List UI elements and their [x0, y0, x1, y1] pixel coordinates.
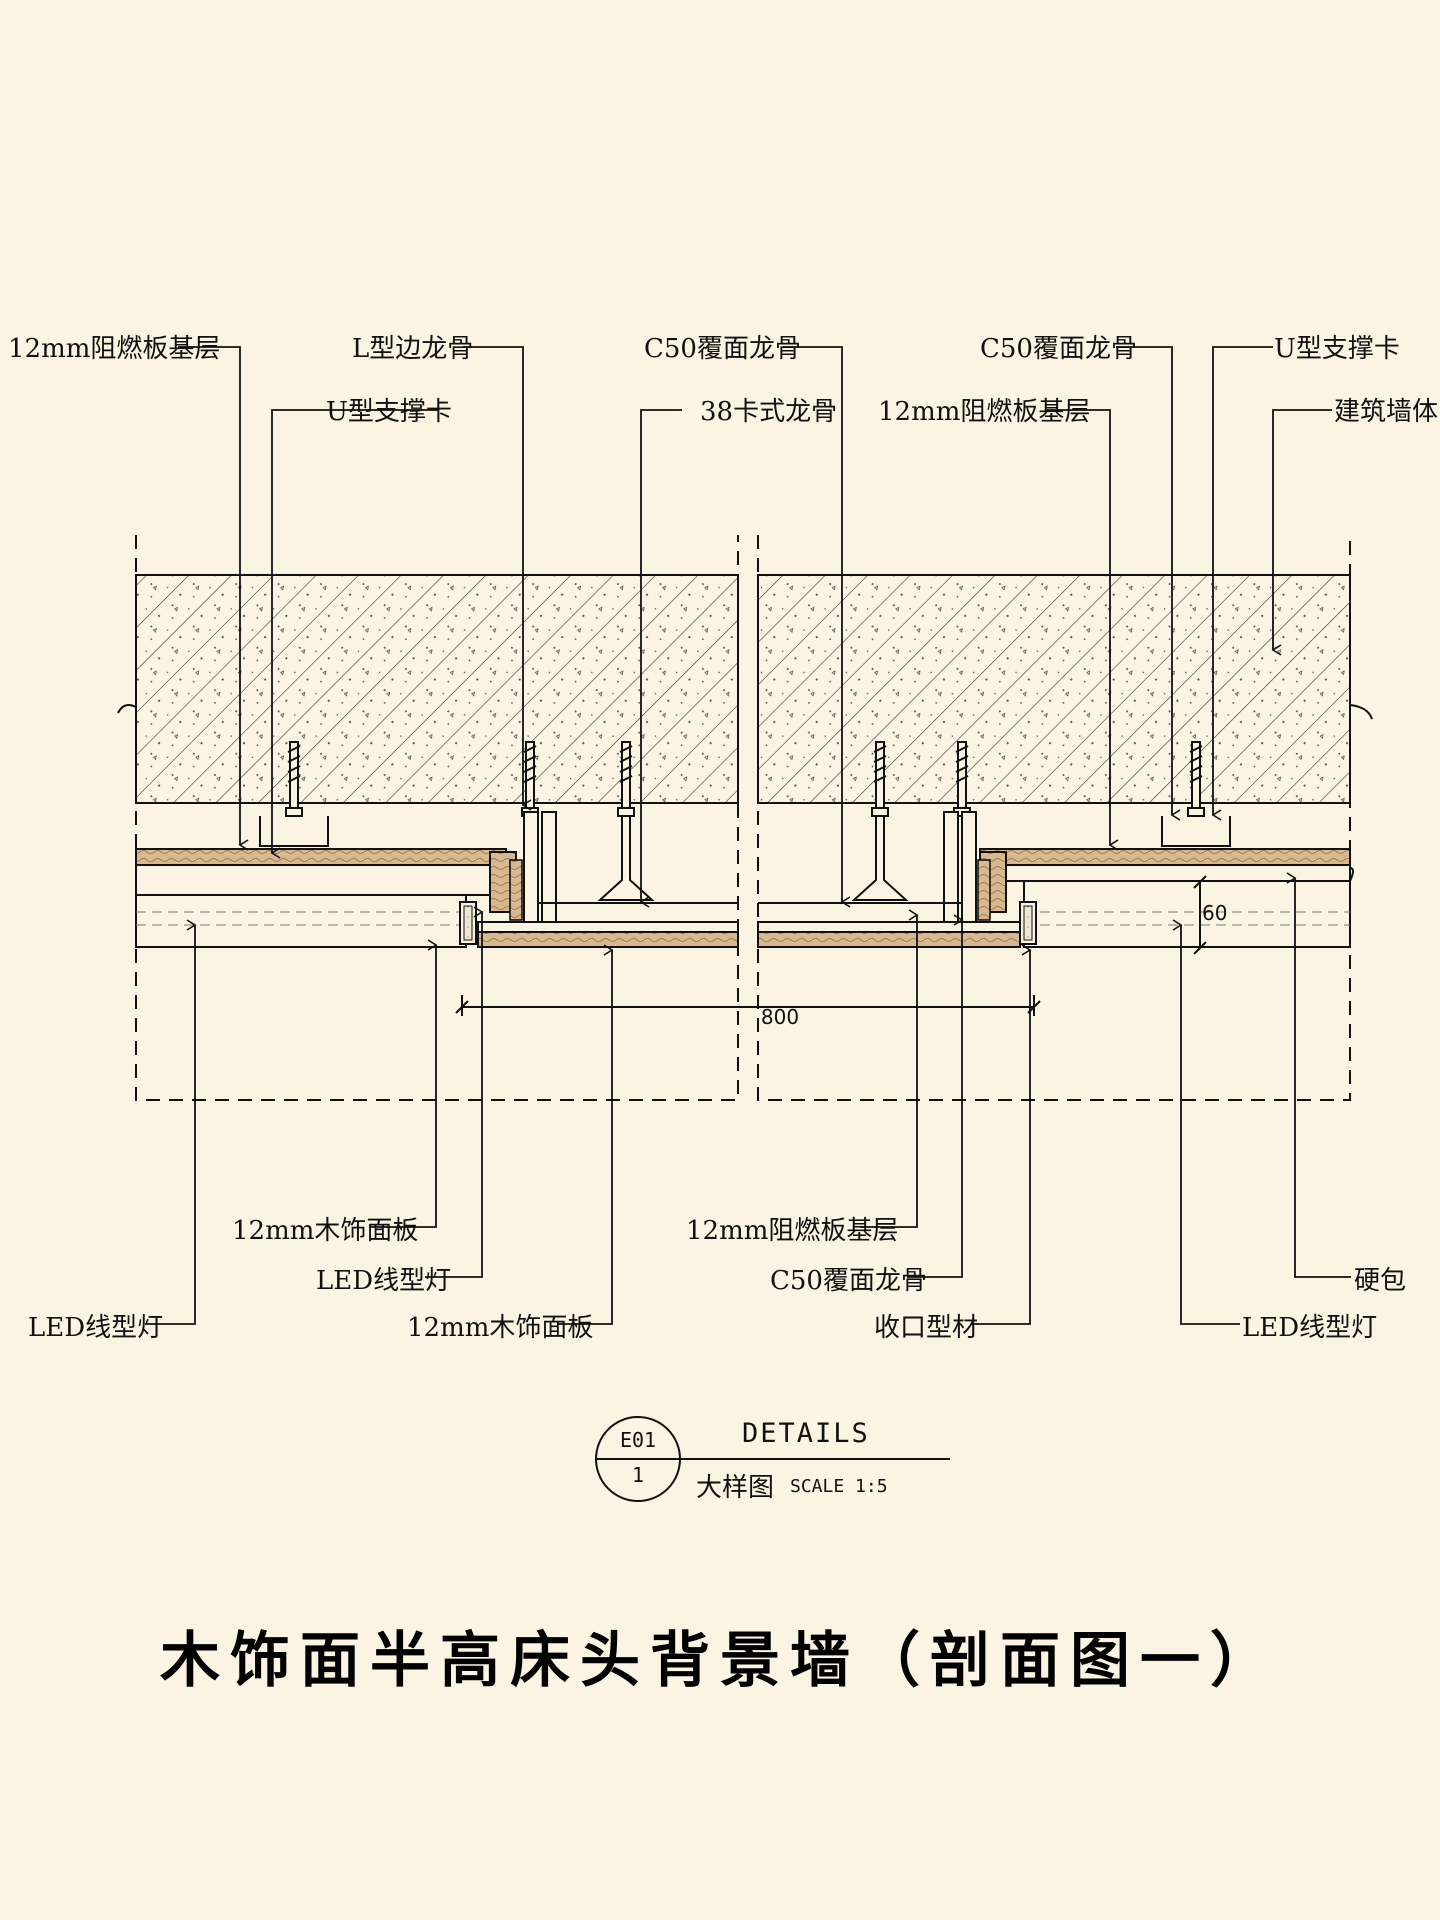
detail-name: 大样图 [696, 1473, 774, 1503]
detail-code: E01 [620, 1428, 656, 1452]
drawing-title: 木饰面半高床头背景墙（剖面图一） [160, 1626, 1280, 1696]
label-fire-board-right: 12mm阻燃板基层 [878, 397, 1090, 427]
depth-dimension: 60 [1202, 901, 1227, 925]
label-building-wall: 建筑墙体 [1334, 397, 1438, 427]
label-38-keel: 38卡式龙骨 [700, 397, 837, 427]
label-veneer-lower: 12mm木饰面板 [407, 1313, 593, 1343]
label-c50-keel-top-right: C50覆面龙骨 [980, 334, 1137, 364]
label-trim-profile: 收口型材 [874, 1313, 978, 1343]
keel-hanger [597, 816, 655, 901]
label-u-clip-right: U型支撑卡 [1274, 334, 1400, 364]
leader-lines [145, 346, 1351, 1325]
detail-heading: DETAILS [742, 1418, 870, 1449]
expansion-bolt [871, 741, 889, 817]
detail-number: 1 [632, 1463, 644, 1487]
building-wall [117, 574, 1373, 804]
label-veneer-upper: 12mm木饰面板 [232, 1216, 418, 1246]
break-line-frame [135, 535, 1351, 1101]
label-hard-pack: 硬包 [1354, 1266, 1406, 1296]
expansion-bolt [285, 741, 303, 817]
u-clip [1161, 816, 1231, 847]
label-c50-keel-top-left: C50覆面龙骨 [644, 334, 801, 364]
label-fire-board-left: 12mm阻燃板基层 [8, 334, 220, 364]
detail-scale: SCALE 1:5 [790, 1476, 888, 1497]
wood-veneer-panel [459, 901, 1037, 948]
label-u-clip-left: U型支撑卡 [326, 397, 452, 427]
detail-tag: E01 1 DETAILS 大样图 SCALE 1:5 [595, 1416, 950, 1503]
recess-frame [477, 811, 1021, 933]
u-clip [259, 816, 329, 847]
keel-hanger [851, 816, 909, 901]
bottom-labels: 12mm木饰面板 LED线型灯 LED线型灯 12mm木饰面板 12mm阻燃板基… [28, 1216, 1406, 1343]
width-dimension: 800 [761, 1005, 799, 1029]
label-led-inner-left: LED线型灯 [316, 1266, 451, 1296]
label-c50-keel-bottom: C50覆面龙骨 [770, 1266, 927, 1296]
expansion-bolt [617, 741, 635, 817]
dimension-lines [455, 875, 1207, 1016]
expansion-bolt [1187, 741, 1205, 817]
label-led-outer-left: LED线型灯 [28, 1313, 163, 1343]
expansion-bolts [259, 741, 1231, 901]
label-led-outer-right: LED线型灯 [1242, 1313, 1377, 1343]
label-fire-board-bottom: 12mm阻燃板基层 [686, 1216, 898, 1246]
label-l-edge-keel: L型边龙骨 [352, 334, 473, 364]
top-labels: 12mm阻燃板基层 L型边龙骨 C50覆面龙骨 C50覆面龙骨 U型支撑卡 U型… [8, 334, 1438, 427]
